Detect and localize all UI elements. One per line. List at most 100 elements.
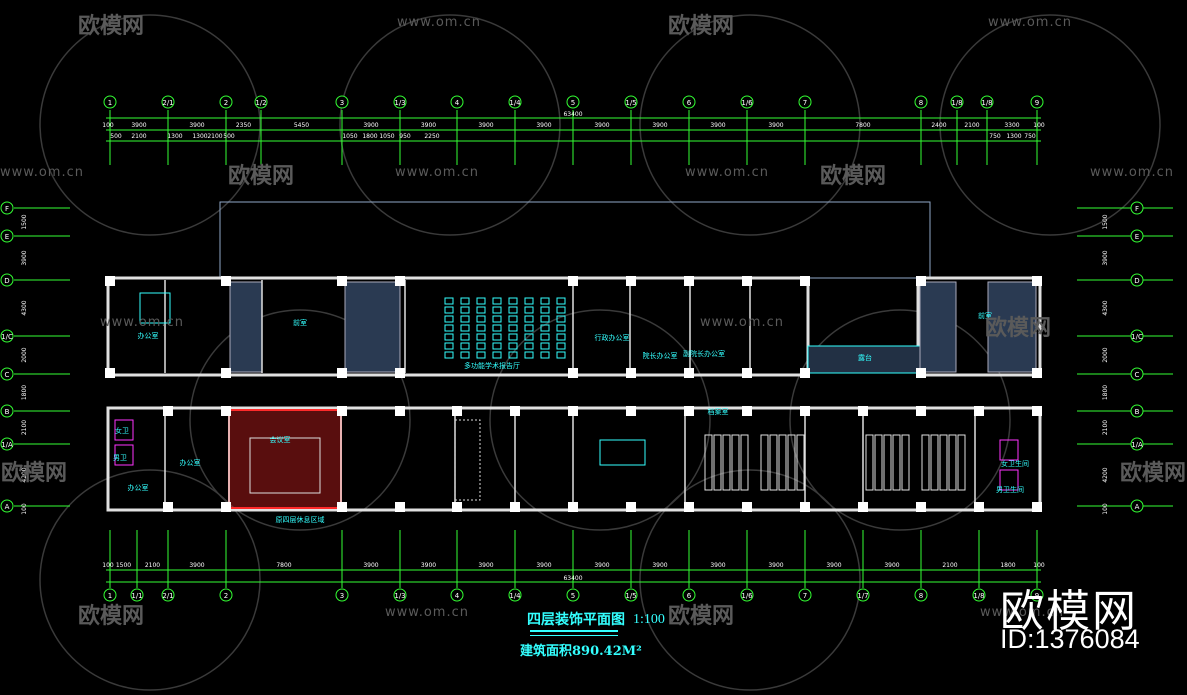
- axis-label: 3: [340, 99, 344, 107]
- watermark-logo: 欧模网: [668, 604, 735, 629]
- archive-shelf: [704, 434, 713, 491]
- watermark-url: www.om.cn: [385, 605, 469, 620]
- archive-shelf: [883, 434, 892, 491]
- axis-label: 2: [224, 99, 228, 107]
- axis-label: 6: [687, 592, 692, 600]
- column: [163, 406, 173, 416]
- axis-label: 1/3: [394, 592, 405, 600]
- column: [510, 502, 520, 512]
- axis-label: 1/3: [394, 99, 405, 107]
- room-label: 男卫生间: [996, 485, 1024, 494]
- dimension-text: 4200: [1102, 467, 1109, 482]
- room-label: 院长办公室: [643, 351, 678, 360]
- dimension-text: 100: [1033, 562, 1045, 569]
- dimension-text: 3300: [1004, 122, 1019, 129]
- auditorium-seat: [444, 315, 454, 323]
- room-label: 前室: [293, 318, 307, 327]
- axis-bubble: [1130, 499, 1144, 513]
- watermark-arc: [939, 14, 1161, 236]
- column: [626, 276, 636, 286]
- axis-label: 5: [571, 592, 575, 600]
- axis-label: D: [1134, 277, 1139, 285]
- dimension-text: 1500: [21, 214, 28, 229]
- dimension-text: 2100: [145, 562, 160, 569]
- axis-bubble: [682, 588, 696, 602]
- dimension-text: 3900: [363, 562, 378, 569]
- auditorium-seat: [444, 342, 454, 350]
- axis-label: 1: [108, 99, 112, 107]
- axis-label: E: [1135, 233, 1139, 241]
- dimension-text: 750: [1024, 133, 1036, 140]
- axis-bubble: [1130, 273, 1144, 287]
- auditorium-seat: [492, 315, 502, 323]
- watermark-logo: 欧模网: [985, 316, 1052, 341]
- axis-label: 2/1: [162, 592, 173, 600]
- axis-label: 1/6: [741, 99, 753, 107]
- axis-label: 5: [571, 99, 575, 107]
- column: [568, 502, 578, 512]
- watermark-url: www.om.cn: [100, 315, 184, 330]
- auditorium-seat: [556, 351, 566, 359]
- column: [452, 502, 462, 512]
- watermark-url: www.om.cn: [1090, 165, 1174, 180]
- axis-label: 1/5: [625, 592, 636, 600]
- auditorium-seat: [444, 324, 454, 332]
- axis-bubble: [1130, 229, 1144, 243]
- archive-shelf: [948, 434, 957, 491]
- watermark-logo: 欧模网: [228, 164, 295, 189]
- dimension-text: 1300: [167, 133, 182, 140]
- axis-label: 9: [1035, 99, 1039, 107]
- axis-bubble: [740, 588, 754, 602]
- auditorium-seat: [460, 315, 470, 323]
- axis-bubble: [508, 95, 522, 109]
- dimension-text: 4300: [1102, 300, 1109, 315]
- archive-shelf: [874, 434, 883, 491]
- column: [105, 276, 115, 286]
- axis-label: 4: [455, 99, 460, 107]
- rest-area-tables: [249, 437, 321, 494]
- dimension-text: 2350: [236, 122, 251, 129]
- axis-bubble: [103, 588, 117, 602]
- column: [916, 406, 926, 416]
- auditorium-seat: [460, 297, 470, 305]
- stair-core-wall: [916, 276, 1042, 377]
- dimension-text: 950: [399, 133, 411, 140]
- auditorium-seat: [508, 333, 518, 341]
- column: [684, 502, 694, 512]
- stairwell: [344, 281, 401, 373]
- column: [395, 502, 405, 512]
- auditorium-seat: [460, 333, 470, 341]
- archive-shelf: [865, 434, 874, 491]
- axis-label: 7: [803, 99, 807, 107]
- axis-bubble: [856, 588, 870, 602]
- axis-bubble: [0, 201, 14, 215]
- column: [452, 406, 462, 416]
- column: [105, 368, 115, 378]
- stairwell: [987, 281, 1037, 373]
- axis-bubble: [0, 437, 14, 451]
- dimension-text: 3900: [478, 562, 493, 569]
- column: [568, 276, 578, 286]
- axis-bubble: [130, 588, 144, 602]
- axis-bubble: [972, 588, 986, 602]
- axis-bubble: [914, 588, 928, 602]
- total-dimension: 63400: [563, 575, 582, 582]
- watermark-arc: [39, 469, 261, 691]
- auditorium-seat: [556, 315, 566, 323]
- axis-label: C: [5, 371, 10, 379]
- axis-label: 1/6: [741, 592, 753, 600]
- axis-bubble: [950, 95, 964, 109]
- column: [626, 502, 636, 512]
- auditorium-seat: [524, 315, 534, 323]
- dimension-text: 1050: [379, 133, 394, 140]
- column: [337, 276, 347, 286]
- column: [626, 406, 636, 416]
- dimension-text: 4300: [21, 300, 28, 315]
- auditorium-seat: [460, 306, 470, 314]
- axis-bubble: [1130, 329, 1144, 343]
- watermark-arc: [39, 14, 261, 236]
- auditorium-seat: [540, 315, 550, 323]
- toilet-fixture: [999, 469, 1019, 491]
- dimension-text: 3900: [884, 562, 899, 569]
- room-label: 行政办公室: [595, 333, 630, 342]
